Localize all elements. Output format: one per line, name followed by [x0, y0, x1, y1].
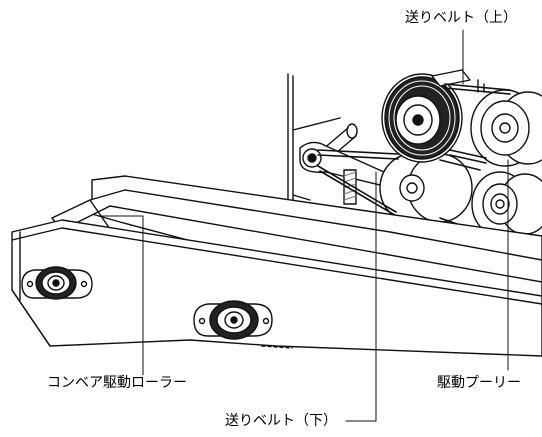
- lower-drive-pulley: [471, 171, 542, 237]
- tension-spring: [343, 169, 357, 205]
- lower-feed-roller: [379, 153, 473, 223]
- back-frame-plate: [287, 73, 341, 201]
- bearing-unit-left: [21, 266, 93, 300]
- label-lower-feed-belt: 送りベルト（下）: [224, 413, 338, 429]
- lower-feed-belt: [317, 149, 481, 233]
- label-drive-pulley: 駆動プーリー: [436, 375, 522, 391]
- upper-feed-belt: [444, 83, 511, 164]
- tension-arm: [299, 141, 389, 187]
- leader-lower-feed-belt: [345, 171, 377, 422]
- leader-conveyor-drive-roller: [97, 215, 144, 384]
- front-side-plate: [11, 219, 542, 357]
- bearing-unit-right: [193, 300, 293, 349]
- label-conveyor-drive-roller: コンベア駆動ローラー: [46, 375, 188, 391]
- upper-feed-roller: [381, 73, 463, 163]
- upper-drive-pulley: [470, 89, 542, 167]
- leader-lines: [97, 29, 509, 422]
- label-upper-feed-belt: 送りベルト（上）: [404, 10, 518, 26]
